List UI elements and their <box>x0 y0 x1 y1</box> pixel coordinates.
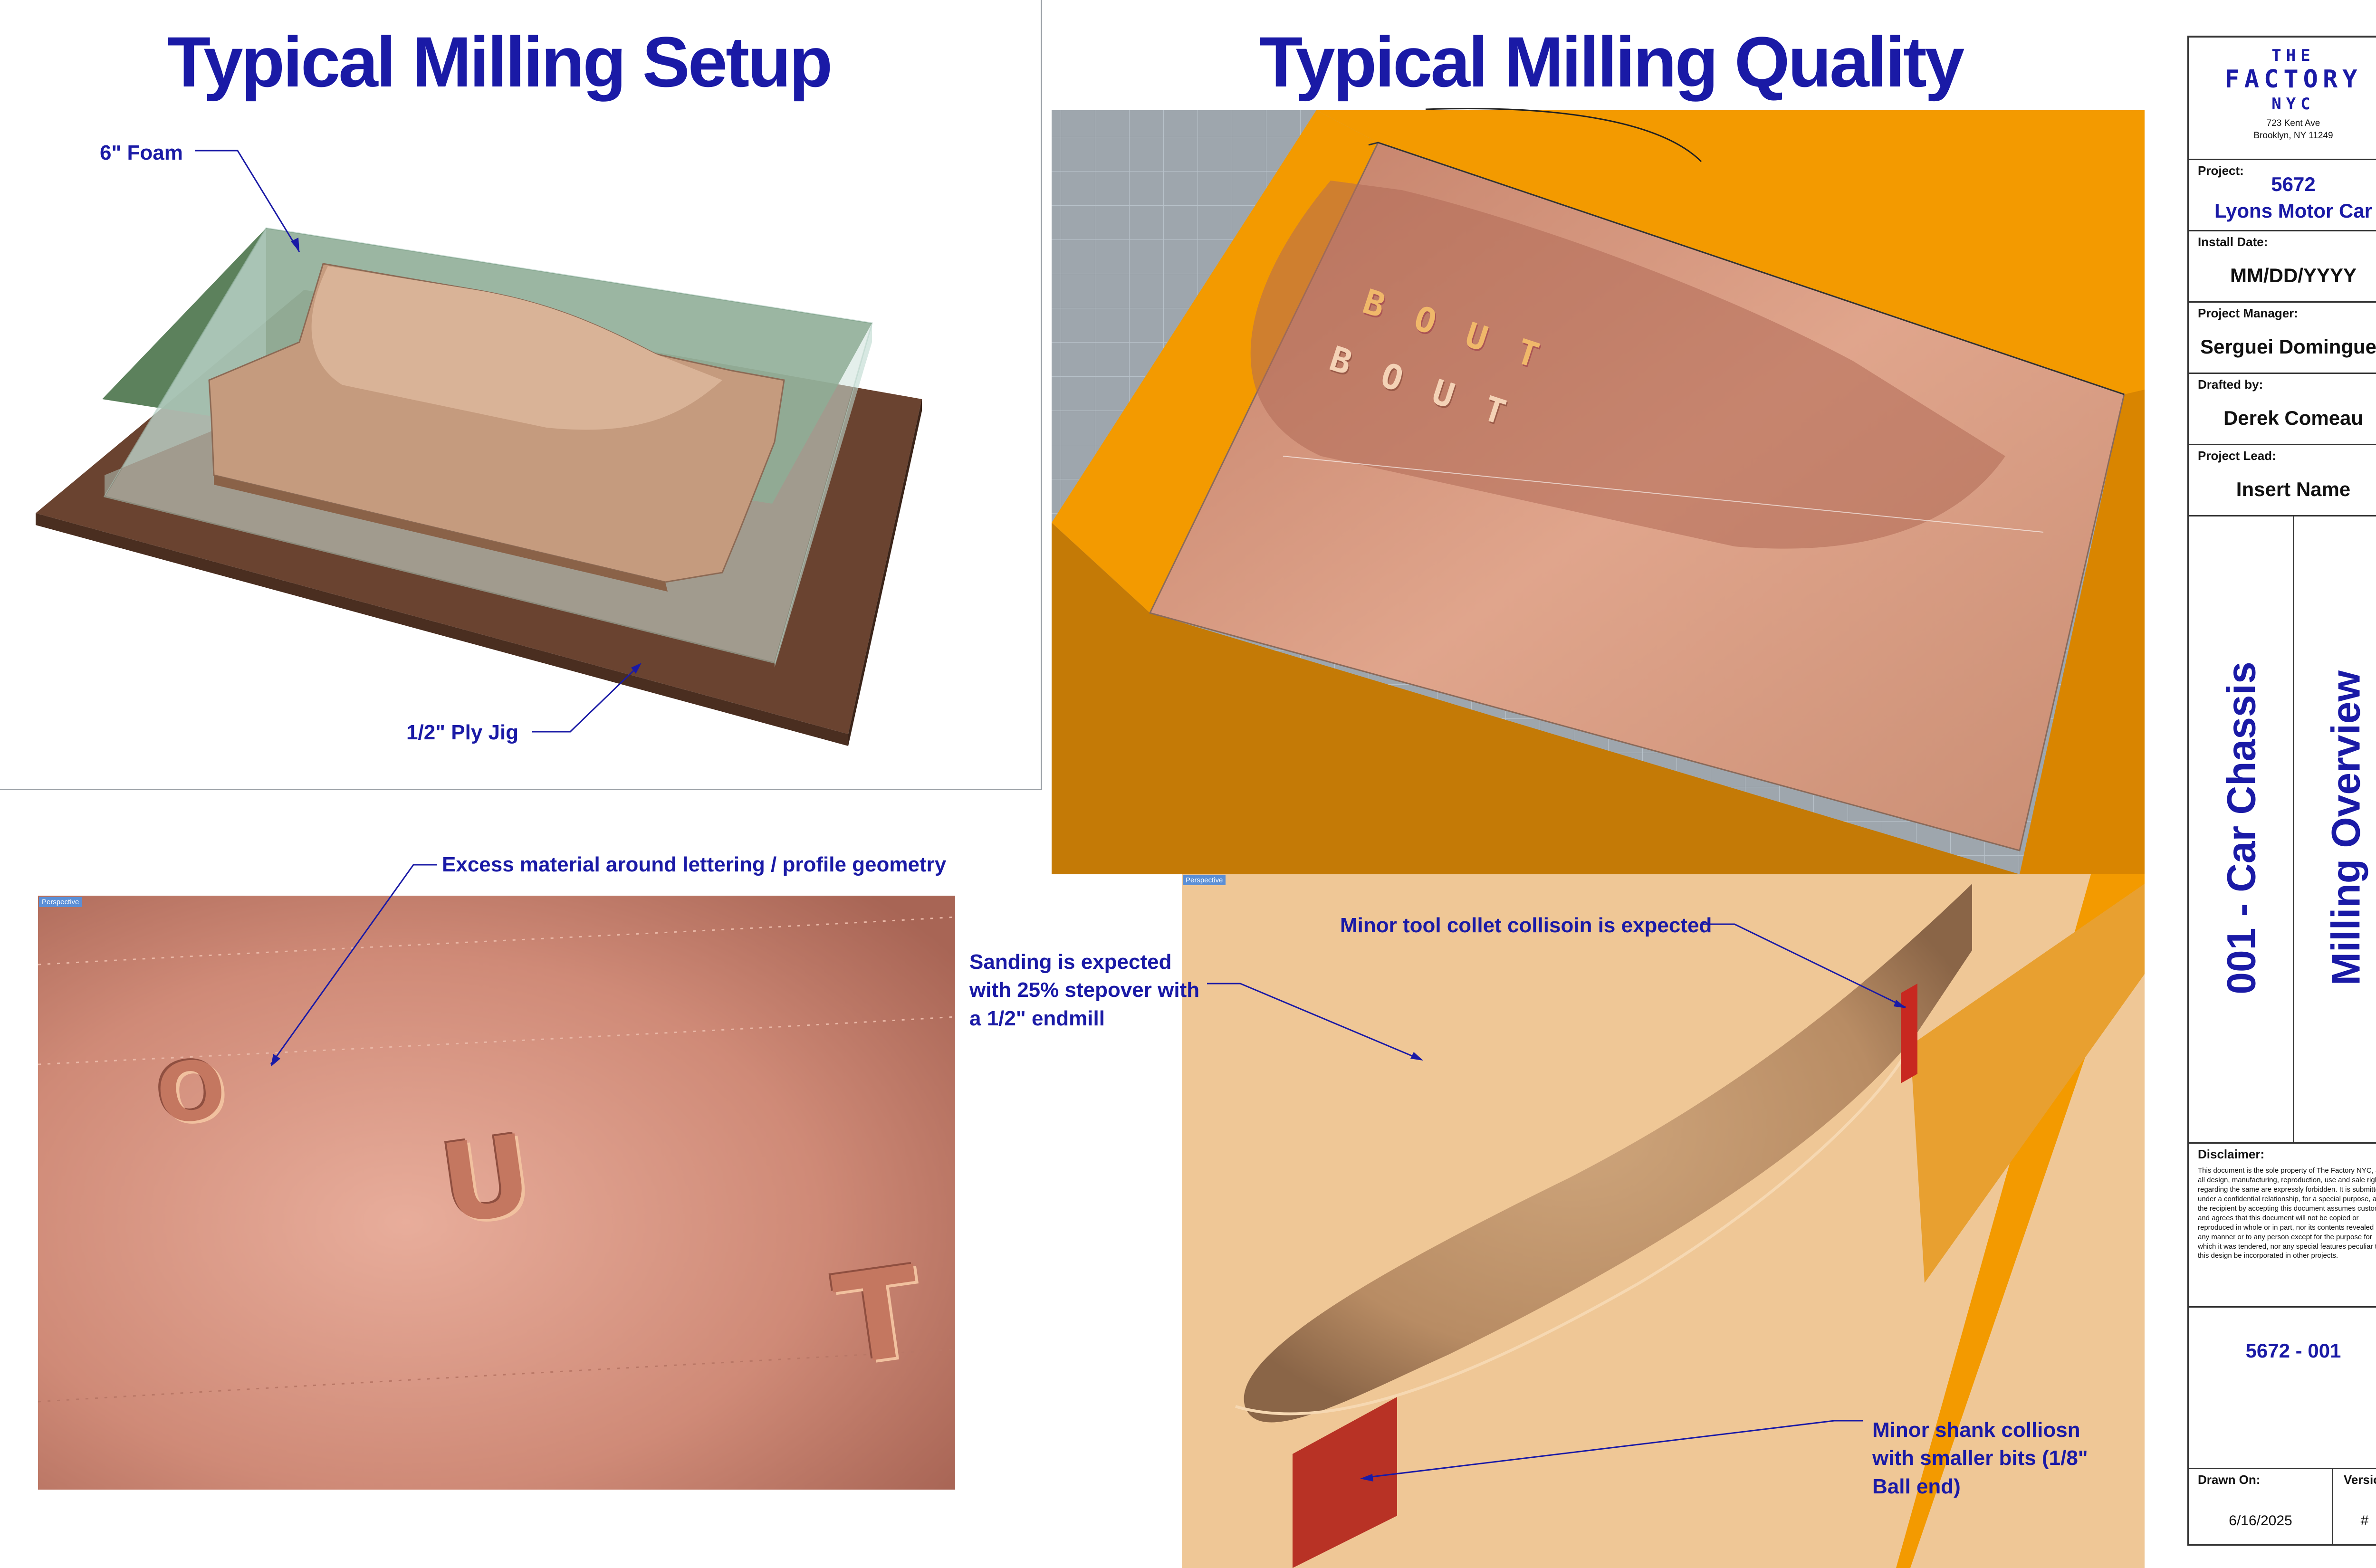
project-label: Project: <box>2198 163 2244 178</box>
shank-line-3: Ball end) <box>1872 1474 1961 1498</box>
logo-line-1: THE <box>2271 46 2315 65</box>
foam-orange-front <box>1052 523 2020 874</box>
shank-collision-patch <box>1293 1397 1397 1568</box>
foam-leader <box>195 150 300 252</box>
ply-leader <box>532 664 640 733</box>
sanding-line-1: Sanding is expected <box>969 950 1172 974</box>
sanding-leader <box>1207 983 1421 1061</box>
title-block-install-date: Install Date: MM/DD/YYYY <box>2189 230 2376 303</box>
project-name: Lyons Motor Car <box>2214 200 2373 222</box>
collet-callout: Minor tool collet collisoin is expected <box>1340 914 1712 937</box>
foam-callout: 6" Foam <box>100 141 183 164</box>
title-block: THE FACTORY NYC 723 Kent Ave Brooklyn, N… <box>2187 36 2376 1546</box>
collet-collision-patch <box>1901 984 1917 1083</box>
collet-leader <box>1701 923 1906 1008</box>
logo-address-1: 723 Kent Ave <box>2266 118 2320 128</box>
setup-heading: Typical Milling Setup <box>167 22 833 102</box>
milled-part-channel <box>311 266 722 430</box>
title-block-project-manager: Project Manager: Serguei Dominguez <box>2189 301 2376 374</box>
title-block-sheet-number: 5672 - 001 <box>2189 1306 2376 1469</box>
disclaimer-label: Disclaimer: <box>2198 1147 2265 1161</box>
setup-panel <box>0 0 1042 790</box>
ply-jig-callout: 1/2" Ply Jig <box>406 721 519 744</box>
sheet-number: 5672 - 001 <box>2245 1339 2341 1362</box>
mold-channel <box>1250 181 2005 549</box>
quality-heading: Typical Milling Quality <box>1259 22 1964 102</box>
shank-leader <box>1363 1420 1863 1479</box>
foam-block-right <box>775 323 872 668</box>
excess-material-leader <box>270 864 437 1065</box>
title-block-disclaimer: Disclaimer: This document is the sole pr… <box>2189 1142 2376 1308</box>
install-date-value: MM/DD/YYYY <box>2230 264 2357 287</box>
detail-left-view <box>38 896 955 1490</box>
title-block-project-lead: Project Lead: Insert Name <box>2189 444 2376 516</box>
project-lead-label: Project Lead: <box>2198 449 2276 463</box>
disclaimer-text: This document is the sole property of Th… <box>2198 1166 2376 1260</box>
excess-material-callout: Excess material around lettering / profi… <box>442 853 947 876</box>
shank-callout: Minor shank colliosn with smaller bits (… <box>1872 1416 2088 1501</box>
logo-line-3: NYC <box>2271 95 2315 114</box>
logo-address-2: Brooklyn, NY 11249 <box>2253 131 2333 141</box>
sanding-line-2: with 25% stepover with <box>969 978 1200 1002</box>
milled-part-side <box>214 475 668 592</box>
ply-jig-side-right <box>848 399 922 746</box>
sanding-line-3: a 1/2" endmill <box>969 1006 1105 1030</box>
sanding-callout: Sanding is expected with 25% stepover wi… <box>969 948 1199 1033</box>
project-number: 5672 <box>2271 173 2316 195</box>
drafted-by-label: Drafted by: <box>2198 377 2263 392</box>
drawn-on-label: Drawn On: <box>2198 1472 2261 1487</box>
project-manager-value: Serguei Dominguez <box>2200 335 2376 358</box>
title-block-logo: THE FACTORY NYC 723 Kent Ave Brooklyn, N… <box>2189 38 2376 160</box>
project-lead-value: Insert Name <box>2236 478 2351 500</box>
title-block-drafted-by: Drafted by: Derek Comeau <box>2189 373 2376 445</box>
title-block-project: Project: 5672 Lyons Motor Car <box>2189 159 2376 231</box>
detail-right-bowl <box>1244 884 1972 1423</box>
sheet-title-1: 001 - Car Chassis <box>2219 661 2264 994</box>
project-manager-label: Project Manager: <box>2198 306 2298 320</box>
drawn-version-divider <box>2332 1468 2333 1544</box>
version-label: Version: <box>2344 1472 2376 1487</box>
foam-block-left <box>105 228 266 497</box>
shank-line-2: with smaller bits (1/8" <box>1872 1446 2088 1470</box>
sheet-title-divider <box>2293 515 2294 1142</box>
version-value: # <box>2360 1513 2369 1529</box>
detail-left-viewport-tab[interactable]: Perspective <box>39 897 82 907</box>
detail-right-viewport-tab[interactable]: Perspective <box>1183 875 1226 885</box>
foam-orange-right <box>2020 390 2145 874</box>
shank-line-1: Minor shank colliosn <box>1872 1418 2080 1442</box>
foam-orange-top <box>1316 110 2145 874</box>
install-date-label: Install Date: <box>2198 235 2268 249</box>
title-block-drawn-on: Drawn On: 6/16/2025 Version: # <box>2189 1468 2376 1544</box>
ply-jig-side-front <box>36 513 848 746</box>
title-block-sheet-title: 001 - Car Chassis Milling Overview <box>2189 515 2376 1144</box>
sheet-title-2: Milling Overview <box>2323 670 2368 985</box>
drafted-by-value: Derek Comeau <box>2223 407 2364 429</box>
logo-line-2: FACTORY <box>2224 65 2362 94</box>
drawn-on-value: 6/16/2025 <box>2229 1513 2292 1529</box>
